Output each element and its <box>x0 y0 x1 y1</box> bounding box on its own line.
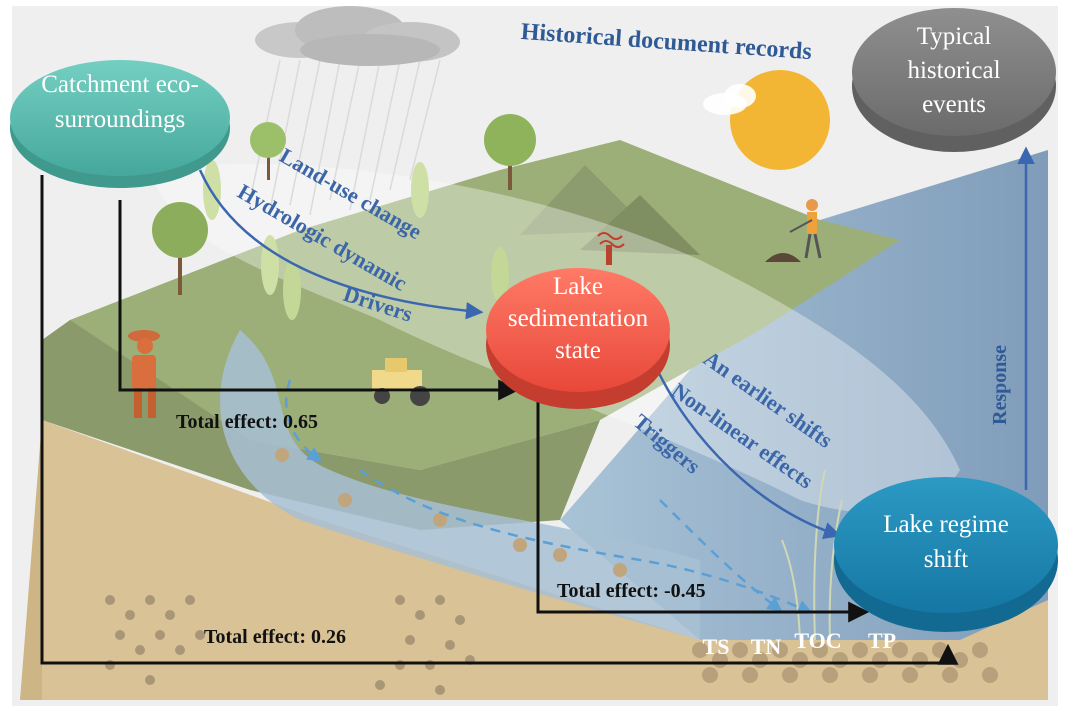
drivers-arrow <box>198 169 484 320</box>
sediment-particles <box>275 448 627 577</box>
factory-icon <box>597 232 625 265</box>
indicator-toc: TOC <box>794 628 841 653</box>
tree-icon <box>484 114 536 190</box>
total-effect-065-label: Total effect: 0.65 <box>176 411 318 433</box>
typical-events-node: Typical historical events <box>852 8 1056 152</box>
catchment-label-line1: Catchment eco- <box>41 71 199 98</box>
response-label: Response <box>989 345 1011 425</box>
poplar-icon <box>203 160 509 320</box>
rain-cloud-icon <box>249 6 460 216</box>
sediment-layer <box>692 642 998 683</box>
lake-sedimentation-node: Lake sedimentation state <box>486 268 670 409</box>
indicator-tn: TN <box>751 634 782 659</box>
soil-face <box>42 420 1048 700</box>
total-effect-026-label: Total effect: 0.26 <box>204 626 346 648</box>
indicator-ts: TS <box>703 634 730 659</box>
total-effect-045-label: Total effect: -0.45 <box>557 580 706 602</box>
effect-arrow-045 <box>536 400 870 623</box>
effect-arrow-065 <box>118 200 520 401</box>
triggers-arrow <box>653 364 842 540</box>
small-cloud-icon <box>703 84 756 115</box>
land-surface <box>70 140 900 470</box>
lake-sed-label-line3: state <box>555 337 601 364</box>
typical-label-line1: Typical <box>917 23 992 50</box>
typical-label-line3: events <box>922 91 986 118</box>
river-channel <box>220 330 700 640</box>
typical-label-line2: historical <box>907 57 1000 84</box>
farmer-icon <box>128 330 160 418</box>
lake-regime-shift-node: Lake regime shift <box>834 477 1058 632</box>
effect-arrow-026 <box>40 175 959 665</box>
regime-label-line1: Lake regime <box>883 511 1009 538</box>
catchment-label-line2: surroundings <box>55 106 186 133</box>
worker-icon <box>765 199 822 262</box>
tree-icon <box>152 202 208 295</box>
regime-label-line2: shift <box>924 546 969 573</box>
pebble-cluster <box>105 595 475 695</box>
lake-sed-label-line2: sedimentation <box>508 305 649 332</box>
indicator-tp: TP <box>868 628 896 653</box>
catchment-node: Catchment eco- surroundings <box>10 60 230 188</box>
lake-sed-label-line1: Lake <box>553 273 603 300</box>
tree-icon <box>250 122 286 180</box>
